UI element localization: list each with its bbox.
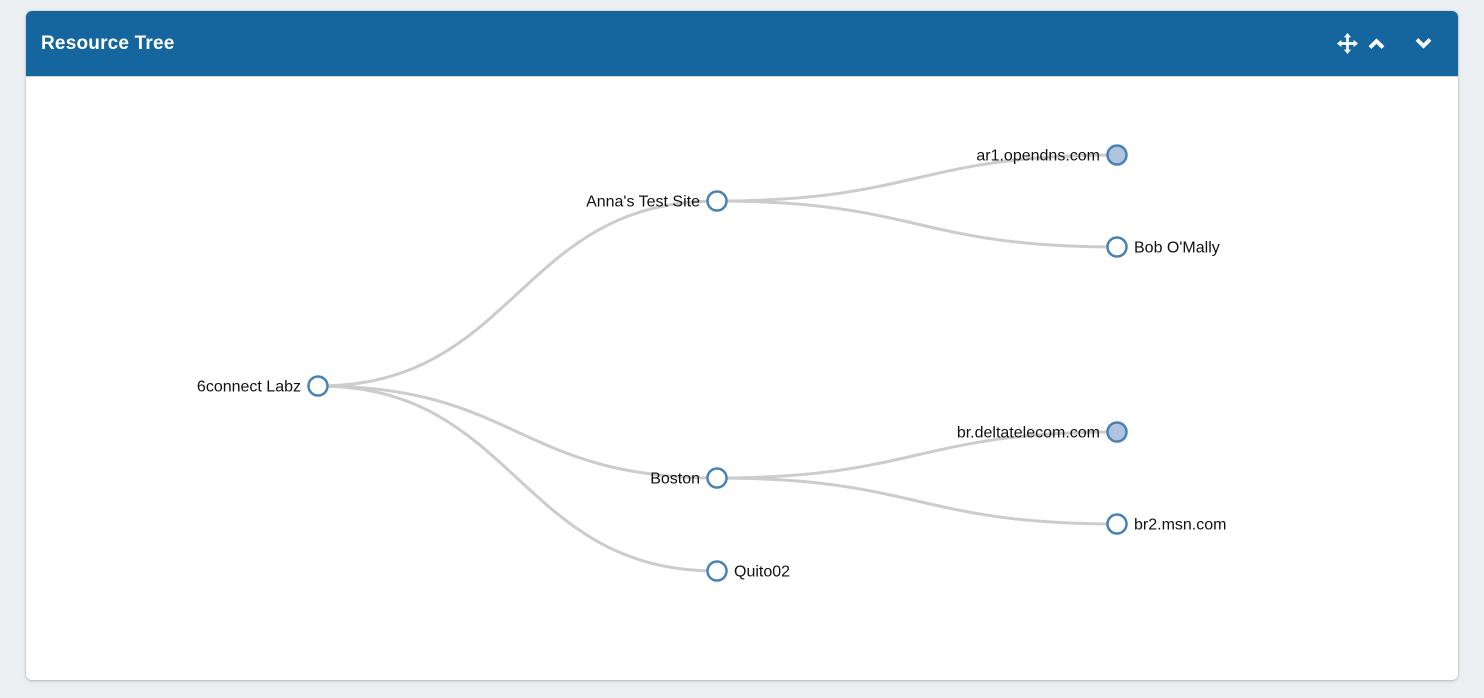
tree-node-circle-bob-omally[interactable] [1106, 236, 1128, 258]
chevron-down-icon[interactable] [1413, 33, 1434, 54]
tree-link [716, 430, 1118, 480]
tree-node-label-quito02: Quito02 [734, 564, 790, 581]
tree-node-label-ar1-opendns-com: ar1.opendns.com [976, 148, 1100, 165]
resource-tree-diagram: 6connect Labz Anna's Test SiteBostonQuito… [197, 144, 1226, 582]
tree-link [317, 199, 718, 388]
tree-link [317, 384, 718, 573]
tree-node-label-br-deltatelecom-com: br.deltatelecom.com [957, 425, 1100, 442]
tree-node-boston: Boston [650, 467, 728, 489]
tree-link [716, 153, 1118, 203]
chevron-up-icon[interactable] [1366, 33, 1387, 54]
tree-node-br-deltatelecom-com: br.deltatelecom.com [957, 421, 1128, 443]
tree-node-label-annas-test-site: Anna's Test Site [586, 194, 700, 211]
panel-title: Resource Tree [41, 32, 175, 54]
tree-node-circle-br2-msn-com[interactable] [1106, 513, 1128, 535]
tree-node-bob-omally: Bob O'Mally [1106, 236, 1220, 258]
tree-node-label-bob-omally: Bob O'Mally [1134, 240, 1220, 257]
panel-header: Resource Tree [26, 11, 1458, 77]
tree-node-label-br2-msn-com: br2.msn.com [1134, 517, 1226, 534]
panel-header-actions [1336, 32, 1440, 55]
tree-node-circle-annas-test-site[interactable] [706, 190, 728, 212]
tree-node-circle-6connect-labz[interactable] [307, 375, 329, 397]
tree-node-quito02: Quito02 [706, 560, 790, 582]
tree-node-label-6connect-labz: 6connect Labz [197, 379, 301, 396]
tree-node-circle-br-deltatelecom-com[interactable] [1106, 421, 1128, 443]
tree-link [716, 476, 1118, 526]
tree-node-label-boston: Boston [650, 471, 700, 488]
tree-node-ar1-opendns-com: ar1.opendns.com [976, 144, 1128, 166]
tree-node-circle-boston[interactable] [706, 467, 728, 489]
tree-node-annas-test-site: Anna's Test Site [586, 190, 728, 212]
tree-link [317, 384, 718, 480]
tree-node-6connect-labz: 6connect Labz [197, 375, 329, 397]
move-icon[interactable] [1336, 32, 1359, 55]
resource-tree-panel: Resource Tree [26, 11, 1458, 680]
tree-link [716, 199, 1118, 249]
tree-node-circle-ar1-opendns-com[interactable] [1106, 144, 1128, 166]
tree-node-br2-msn-com: br2.msn.com [1106, 513, 1226, 535]
tree-node-circle-quito02[interactable] [706, 560, 728, 582]
